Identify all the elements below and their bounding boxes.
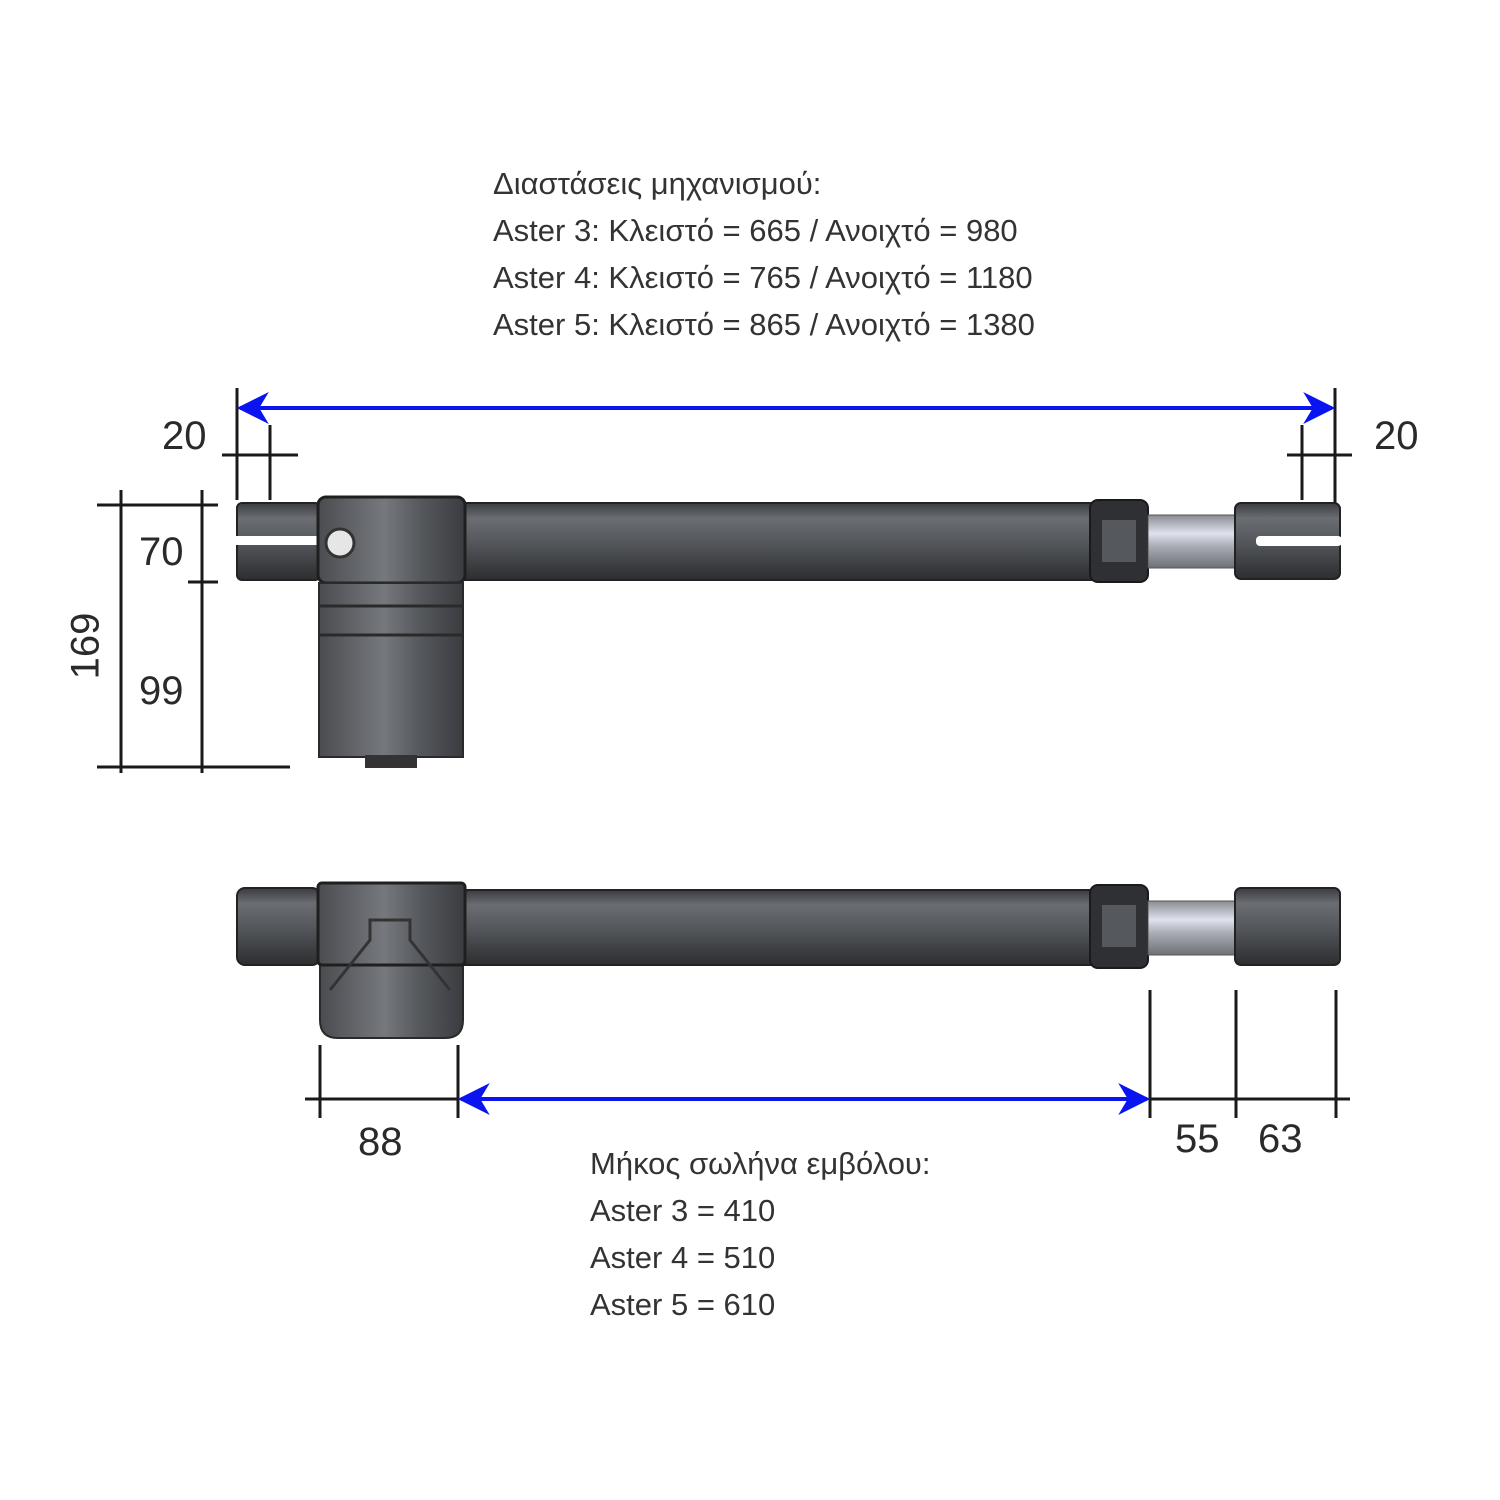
right-clevis-slot	[1256, 536, 1342, 546]
actuator-side-view	[235, 495, 1342, 768]
main-tube	[462, 502, 1096, 581]
motor-dome	[319, 964, 464, 1039]
release-knob-icon	[324, 527, 356, 559]
piston-tube-length-note: Μήκος σωλήνα εμβόλου: Aster 3 = 410 Aste…	[590, 1140, 931, 1328]
left-clevis-slot	[235, 536, 320, 545]
note-line: Aster 5 = 610	[590, 1287, 776, 1322]
dim-total-height: 169	[63, 612, 108, 680]
main-tube	[462, 889, 1096, 966]
piston-rod	[1147, 900, 1237, 956]
tube-nut-detail	[1102, 520, 1136, 562]
dim-upper-height: 70	[139, 530, 184, 574]
note-line: Aster 4 = 510	[590, 1240, 776, 1275]
dim-motor-width: 88	[358, 1120, 403, 1164]
right-end-cap	[1234, 887, 1341, 966]
motor-housing-detail	[328, 918, 452, 991]
motor-foot	[365, 755, 417, 768]
left-end-cap	[236, 887, 321, 966]
dim-lower-height: 99	[139, 669, 184, 713]
dim-left-clevis: 20	[162, 414, 207, 458]
note-line: Aster 4: Κλειστό = 765 / Ανοιχτό = 1180	[493, 260, 1033, 295]
note-line: Aster 5: Κλειστό = 865 / Ανοιχτό = 1380	[493, 307, 1035, 342]
tube-nut-detail	[1102, 905, 1136, 947]
dim-nut-width: 55	[1175, 1117, 1220, 1161]
dimension-lines	[97, 388, 1352, 1118]
note-title: Μήκος σωλήνα εμβόλου:	[590, 1146, 931, 1181]
piston-rod	[1147, 514, 1237, 569]
motor-housing	[316, 881, 467, 967]
actuator-top-view	[236, 881, 1341, 1039]
note-title: Διαστάσεις μηχανισμού:	[493, 166, 822, 201]
note-line: Aster 3 = 410	[590, 1193, 776, 1228]
motor-body	[318, 582, 464, 758]
mechanism-dimensions-note: Διαστάσεις μηχανισμού: Aster 3: Κλειστό …	[493, 160, 1035, 348]
dim-right-clevis: 20	[1374, 414, 1419, 458]
note-line: Aster 3: Κλειστό = 665 / Ανοιχτό = 980	[493, 213, 1018, 248]
dim-end-width: 63	[1258, 1117, 1303, 1161]
